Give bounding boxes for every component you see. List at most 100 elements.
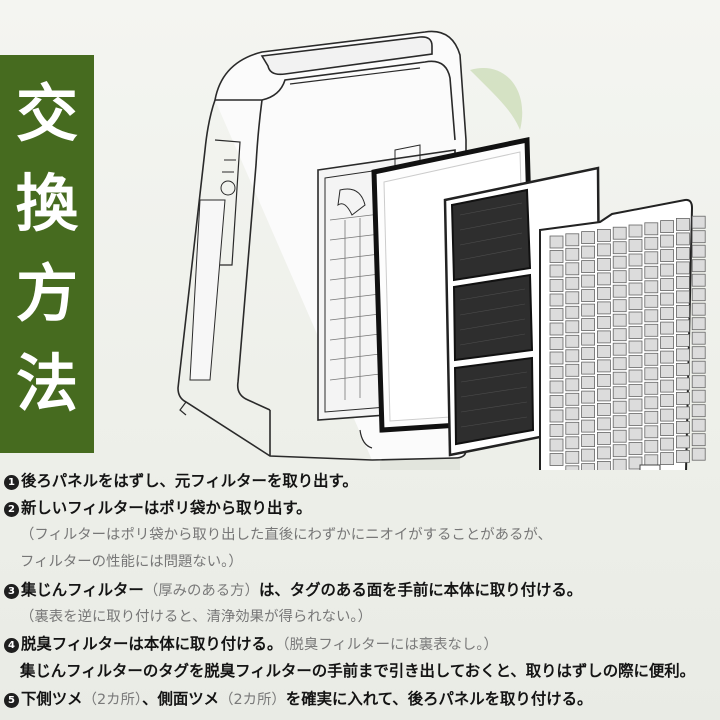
panel-grid-cell <box>565 233 580 247</box>
back-panel <box>539 198 706 470</box>
panel-grid-cell <box>612 386 627 400</box>
panel-grid-cell <box>597 301 611 315</box>
panel-grid-cell <box>628 398 643 412</box>
panel-grid-cell <box>691 418 706 432</box>
panel-grid-cell <box>565 407 580 421</box>
panel-grid-cell <box>565 291 580 305</box>
panel-grid-cell <box>612 357 627 371</box>
panel-grid-cell <box>581 434 595 448</box>
panel-grid-cell <box>676 406 690 420</box>
panel-grid-cell <box>660 234 674 248</box>
panel-grid-cell <box>581 303 595 317</box>
panel-grid-cell <box>644 425 659 439</box>
panel-grid-cell <box>644 367 659 381</box>
title-char: 交 <box>15 77 78 150</box>
panel-grid-cell <box>691 389 706 403</box>
panel-grid-cell <box>660 292 674 306</box>
panel-grid-cell <box>676 362 690 376</box>
panel-grid-cell <box>597 373 611 387</box>
panel-grid-cell <box>597 446 611 460</box>
panel-grid-cell <box>612 255 627 269</box>
panel-grid-cell <box>691 360 706 374</box>
panel-grid-cell <box>565 465 580 470</box>
panel-grid-cell <box>628 384 643 397</box>
panel-grid-cell <box>565 421 580 435</box>
step-note: （フィルターはポリ袋から取り出した直後にわずかにニオイがすることがあるが、 <box>20 527 552 543</box>
panel-grid-cell <box>581 332 595 346</box>
panel-grid-cell <box>644 265 659 279</box>
panel-grid-cell <box>628 427 643 441</box>
step-text: 集じんフィルター <box>21 581 144 599</box>
panel-grid-cell <box>565 276 580 290</box>
step-aside: （厚みのある方） <box>143 583 259 599</box>
panel-grid-cell <box>612 299 627 313</box>
panel-grid-cell <box>612 284 627 298</box>
panel-grid-cell <box>676 333 690 347</box>
panel-grid-cell <box>565 392 580 406</box>
panel-grid-cell <box>660 423 674 437</box>
panel-grid-cell <box>691 447 706 461</box>
panel-grid-cell <box>565 262 580 276</box>
step-text: 後ろパネルをはずし、元フィルターを取り出す。 <box>21 472 358 490</box>
panel-grid-cell <box>691 375 706 389</box>
panel-grid-cell <box>644 323 659 337</box>
panel-grid-cell <box>565 363 580 377</box>
panel-grid-cell <box>581 390 595 404</box>
panel-grid-cell <box>565 349 580 363</box>
panel-grid-cell <box>549 424 564 437</box>
panel-grid-cell <box>676 246 690 260</box>
panel-grid-cell <box>660 394 674 408</box>
panel-grid-cell <box>549 337 564 350</box>
panel-grid-cell <box>644 251 659 265</box>
panel-grid-cell <box>549 453 564 466</box>
panel-grid-cell <box>660 321 674 335</box>
panel-grid-cell <box>691 273 706 287</box>
panel-grid-cell <box>581 245 595 259</box>
panel-grid-cell <box>628 253 643 267</box>
step-number-badge: 3 <box>4 584 19 599</box>
panel-grid-cell <box>691 259 706 273</box>
panel-grid-cell <box>581 419 595 433</box>
panel-grid-cell <box>644 280 659 294</box>
panel-grid-cell <box>612 371 627 385</box>
panel-grid-cell <box>660 220 674 234</box>
panel-grid-cell <box>691 331 706 345</box>
panel-grid-cell <box>565 378 580 392</box>
title-char: 換 <box>15 167 78 240</box>
panel-grid-cell <box>612 444 627 458</box>
panel-grid-cell <box>691 230 706 244</box>
panel-grid-cell <box>565 450 580 464</box>
panel-grid-cell <box>628 369 643 383</box>
panel-grid-cell <box>612 328 627 342</box>
panel-grid-cell <box>628 326 643 339</box>
panel-grid-cell <box>549 366 564 379</box>
panel-grid-cell <box>644 439 659 453</box>
panel-grid-cell <box>597 228 611 242</box>
panel-grid-cell <box>676 420 690 434</box>
panel-grid-cell <box>581 347 595 361</box>
panel-grid-cell <box>597 272 611 286</box>
step-number-badge: 2 <box>4 502 19 517</box>
panel-grid-cell <box>612 429 627 443</box>
panel-grid-cell <box>581 231 595 245</box>
step-number-badge: 4 <box>4 638 19 653</box>
step-text: は、タグのある面を手前に本体に取り付ける。 <box>258 581 583 599</box>
panel-grid-cell <box>691 346 706 360</box>
panel-grid-cell <box>691 244 706 258</box>
panel-grid-cell <box>691 288 706 302</box>
panel-grid-cell <box>676 232 690 246</box>
panel-grid-cell <box>549 380 564 394</box>
step-text: 脱臭フィルターは本体に取り付ける。 <box>21 635 283 653</box>
panel-grid-cell <box>660 350 674 364</box>
step-text: 新しいフィルターはポリ袋から取り出す。 <box>21 499 312 517</box>
panel-grid-cell <box>549 351 564 365</box>
panel-grid-cell <box>676 435 690 449</box>
panel-grid-cell <box>676 391 690 405</box>
panel-grid-cell <box>628 282 643 296</box>
panel-grid-cell <box>660 307 674 321</box>
panel-grid-cell <box>581 274 595 288</box>
step-text: 下側ツメ <box>21 690 83 708</box>
panel-grid-cell <box>628 311 643 325</box>
